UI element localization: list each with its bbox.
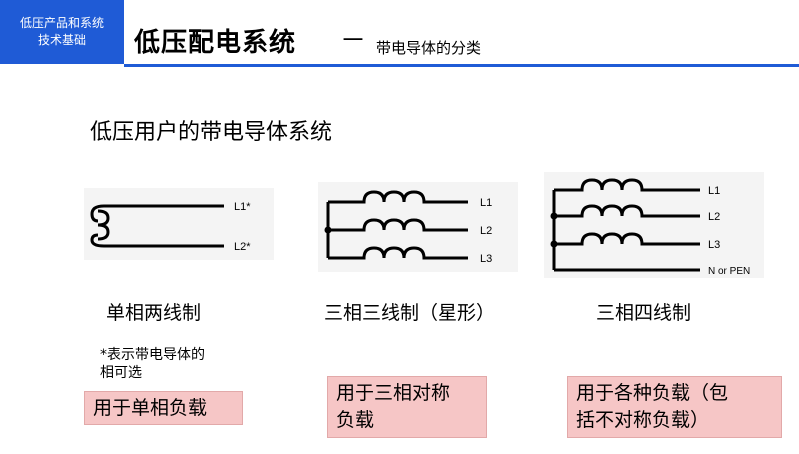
usage-box-three-wire-line-1: 用于三相对称	[336, 382, 451, 404]
four-wire-label-l1: L1	[708, 185, 720, 197]
usage-box-three-wire: 用于三相对称 负载	[327, 376, 487, 438]
usage-box-four-wire-line-2: 括不对称负载）	[576, 409, 710, 431]
page-title: 低压配电系统	[134, 28, 297, 58]
phase-coil-l1	[554, 178, 700, 192]
three-wire-label-l1: L1	[480, 197, 492, 209]
caption-single-phase: 单相两线制	[106, 302, 202, 324]
caption-four-wire: 三相四线制	[596, 302, 692, 324]
phase-coil-l3	[554, 232, 700, 246]
usage-box-single-phase: 用于单相负载	[84, 391, 243, 425]
footnote-line-1: *表示带电导体的	[100, 347, 205, 363]
single-phase-conductor-l1	[90, 204, 224, 223]
diagram-background	[84, 188, 274, 260]
badge-line-2: 技术基础	[37, 33, 86, 47]
footnote: *表示带电导体的 相可选	[100, 346, 260, 382]
single-phase-diagram: L1* L2*	[84, 188, 274, 260]
page-subtitle: 带电导体的分类	[376, 39, 482, 57]
footnote-line-2: 相可选	[100, 365, 142, 381]
single-phase-label-l1: L1*	[234, 201, 251, 213]
three-wire-label-l3: L3	[480, 253, 492, 265]
phase-coil-l1	[328, 190, 468, 204]
usage-box-four-wire-line-1: 用于各种负载（包	[576, 382, 729, 404]
three-wire-diagram: L1 L2 L3	[318, 182, 518, 272]
badge-line-1: 低压产品和系统	[19, 16, 104, 30]
usage-box-single-phase-text: 用于单相负载	[93, 397, 208, 419]
usage-box-four-wire: 用于各种负载（包 括不对称负载）	[567, 376, 782, 438]
phase-coil-l3	[328, 246, 468, 260]
four-wire-diagram: L1 L2 L3 N or PEN	[544, 172, 764, 278]
phase-coil-l2	[554, 204, 700, 218]
single-phase-label-l2: L2*	[234, 241, 251, 253]
three-wire-label-l2: L2	[480, 225, 492, 237]
header-rule	[124, 64, 799, 67]
usage-box-three-wire-line-2: 负载	[336, 409, 375, 431]
section-title: 低压用户的带电导体系统	[90, 120, 333, 145]
header-badge: 低压产品和系统 技术基础	[0, 0, 124, 64]
phase-coil-l2	[328, 218, 468, 232]
title-dash: －	[340, 26, 367, 56]
single-phase-conductor-l2	[90, 233, 224, 248]
coil-icon	[97, 209, 110, 241]
caption-three-wire: 三相三线制（星形）	[324, 302, 496, 324]
four-wire-label-n: N or PEN	[708, 266, 750, 277]
diagram-background	[544, 172, 764, 278]
four-wire-label-l3: L3	[708, 239, 720, 251]
four-wire-label-l2: L2	[708, 211, 720, 223]
